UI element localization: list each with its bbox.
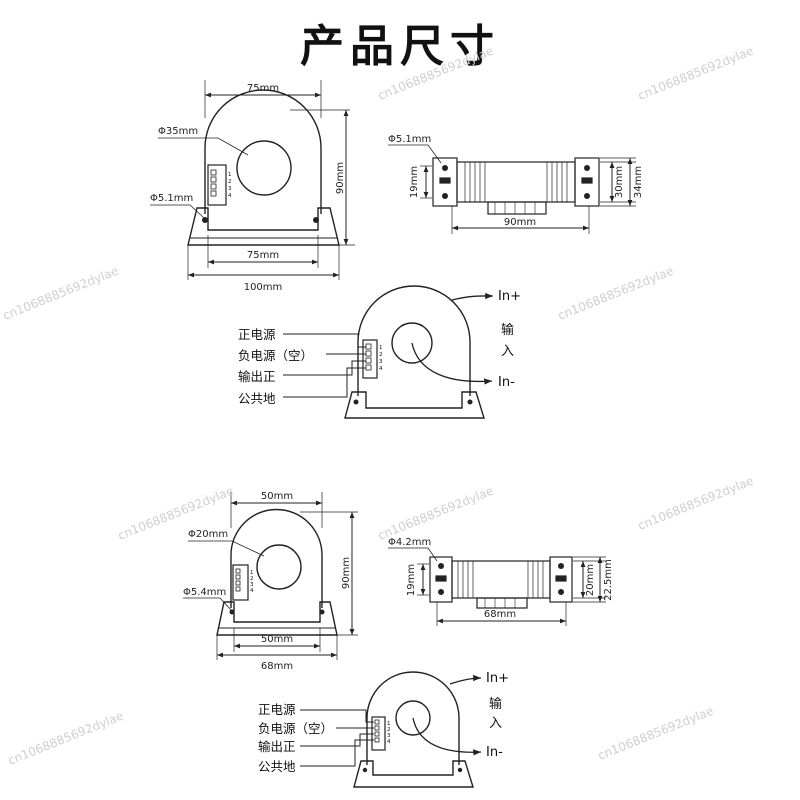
large-wiring-label-negative-supply: 负电源（空） [238,348,313,363]
small-pin-1: 1 [250,570,254,576]
small-input-char-1: 输 [489,696,502,712]
small-wiring-pin-3: 3 [387,733,391,739]
small-side-left-height-label: 19mm [406,564,417,596]
large-wiring-pin-4: 4 [379,366,383,372]
large-height-label: 90mm [335,162,346,194]
small-pin-3: 3 [250,582,254,588]
large-mount-hole-left [202,217,208,223]
large-input-char-2: 入 [501,344,514,359]
small-wiring-sensor [353,671,474,788]
small-side-dimensions [388,547,606,626]
large-wiring-leads [283,292,494,398]
small-in-minus-label: In- [486,745,503,760]
small-hole-label: Φ20mm [188,529,228,540]
watermark-6: cn1068885692dylae [376,484,496,543]
large-side-inner-height-label: 30mm [614,166,625,198]
large-connector [207,164,227,206]
small-pin-4: 4 [250,588,254,594]
large-hole-label: Φ35mm [158,126,198,137]
small-side-length-label: 68mm [484,609,516,620]
small-wiring-pin-2: 2 [387,727,391,733]
large-mount-hole-label: Φ5.1mm [150,193,193,204]
small-wiring-leads [300,674,482,767]
large-in-plus-label: In+ [498,289,521,304]
large-pin-3: 3 [228,186,232,192]
large-wiring-pin-3: 3 [379,359,383,365]
small-height-label: 90mm [341,557,352,589]
small-side-inner-height-label: 20mm [585,564,596,596]
small-input-char-2: 入 [489,716,502,731]
large-side-length-label: 90mm [504,217,536,228]
large-side-left-height-label: 19mm [409,166,420,198]
small-in-plus-label: In+ [486,671,509,686]
large-front-base [187,207,340,246]
large-wiring-sensor [344,285,485,419]
large-side-view [432,157,600,215]
small-pin-2: 2 [250,576,254,582]
page-title: 产品尺寸 [300,21,500,72]
large-side-outer-height-label: 34mm [633,166,644,198]
small-base-inner-label: 50mm [261,634,293,645]
small-front-dimensions [183,492,358,660]
small-side-outer-height-label: 22.5mm [603,559,614,601]
watermark-9: cn1068885692dylae [596,704,716,763]
small-top-width-label: 50mm [261,491,293,502]
large-pin-1: 1 [228,172,232,178]
small-base-width-label: 68mm [261,661,293,672]
large-mount-hole-right [313,217,319,223]
large-input-char-1: 输 [501,322,514,338]
small-mount-hole-label: Φ5.4mm [183,587,226,598]
large-pin-2: 2 [228,179,232,185]
small-wiring-pin-4: 4 [387,739,391,745]
large-base-width-label: 100mm [244,282,283,293]
small-wiring-label-negative-supply: 负电源（空） [258,721,333,736]
large-front-body [204,89,322,214]
small-wiring-label-positive-supply: 正电源 [258,702,296,717]
small-side-view [429,556,573,609]
watermark-7: cn1068885692dylae [636,474,756,533]
watermark-4: cn1068885692dylae [556,264,676,323]
large-wiring-pin-1: 1 [379,345,383,351]
small-side-hole-label: Φ4.2mm [388,537,431,548]
large-top-width-label: 75mm [247,83,279,94]
large-in-minus-label: In- [498,375,515,390]
small-front-view [216,508,338,636]
large-side-hole-label: Φ5.1mm [388,134,431,145]
watermark-2: cn1068885692dylae [636,44,756,103]
watermark-1: cn1068885692dylae [376,44,496,103]
large-wiring-label-positive-supply: 正电源 [238,327,276,342]
large-front-dimensions [150,80,355,280]
large-wiring-label-output: 输出正 [238,369,276,384]
large-wiring-label-ground: 公共地 [238,391,276,406]
small-wiring-label-output: 输出正 [258,739,296,754]
watermark-8: cn1068885692dylae [6,709,126,768]
large-front-view [187,89,340,246]
large-wiring-pin-2: 2 [379,352,383,358]
small-wiring-label-ground: 公共地 [258,759,296,774]
large-base-inner-label: 75mm [247,250,279,261]
large-pin-4: 4 [228,193,232,199]
watermark-3: cn1068885692dylae [1,264,121,323]
small-wiring-pin-1: 1 [387,721,391,727]
watermark-layer: cn1068885692dylae cn1068885692dylae cn10… [1,44,756,768]
large-primary-hole [236,140,292,196]
large-side-dimensions [388,144,636,234]
